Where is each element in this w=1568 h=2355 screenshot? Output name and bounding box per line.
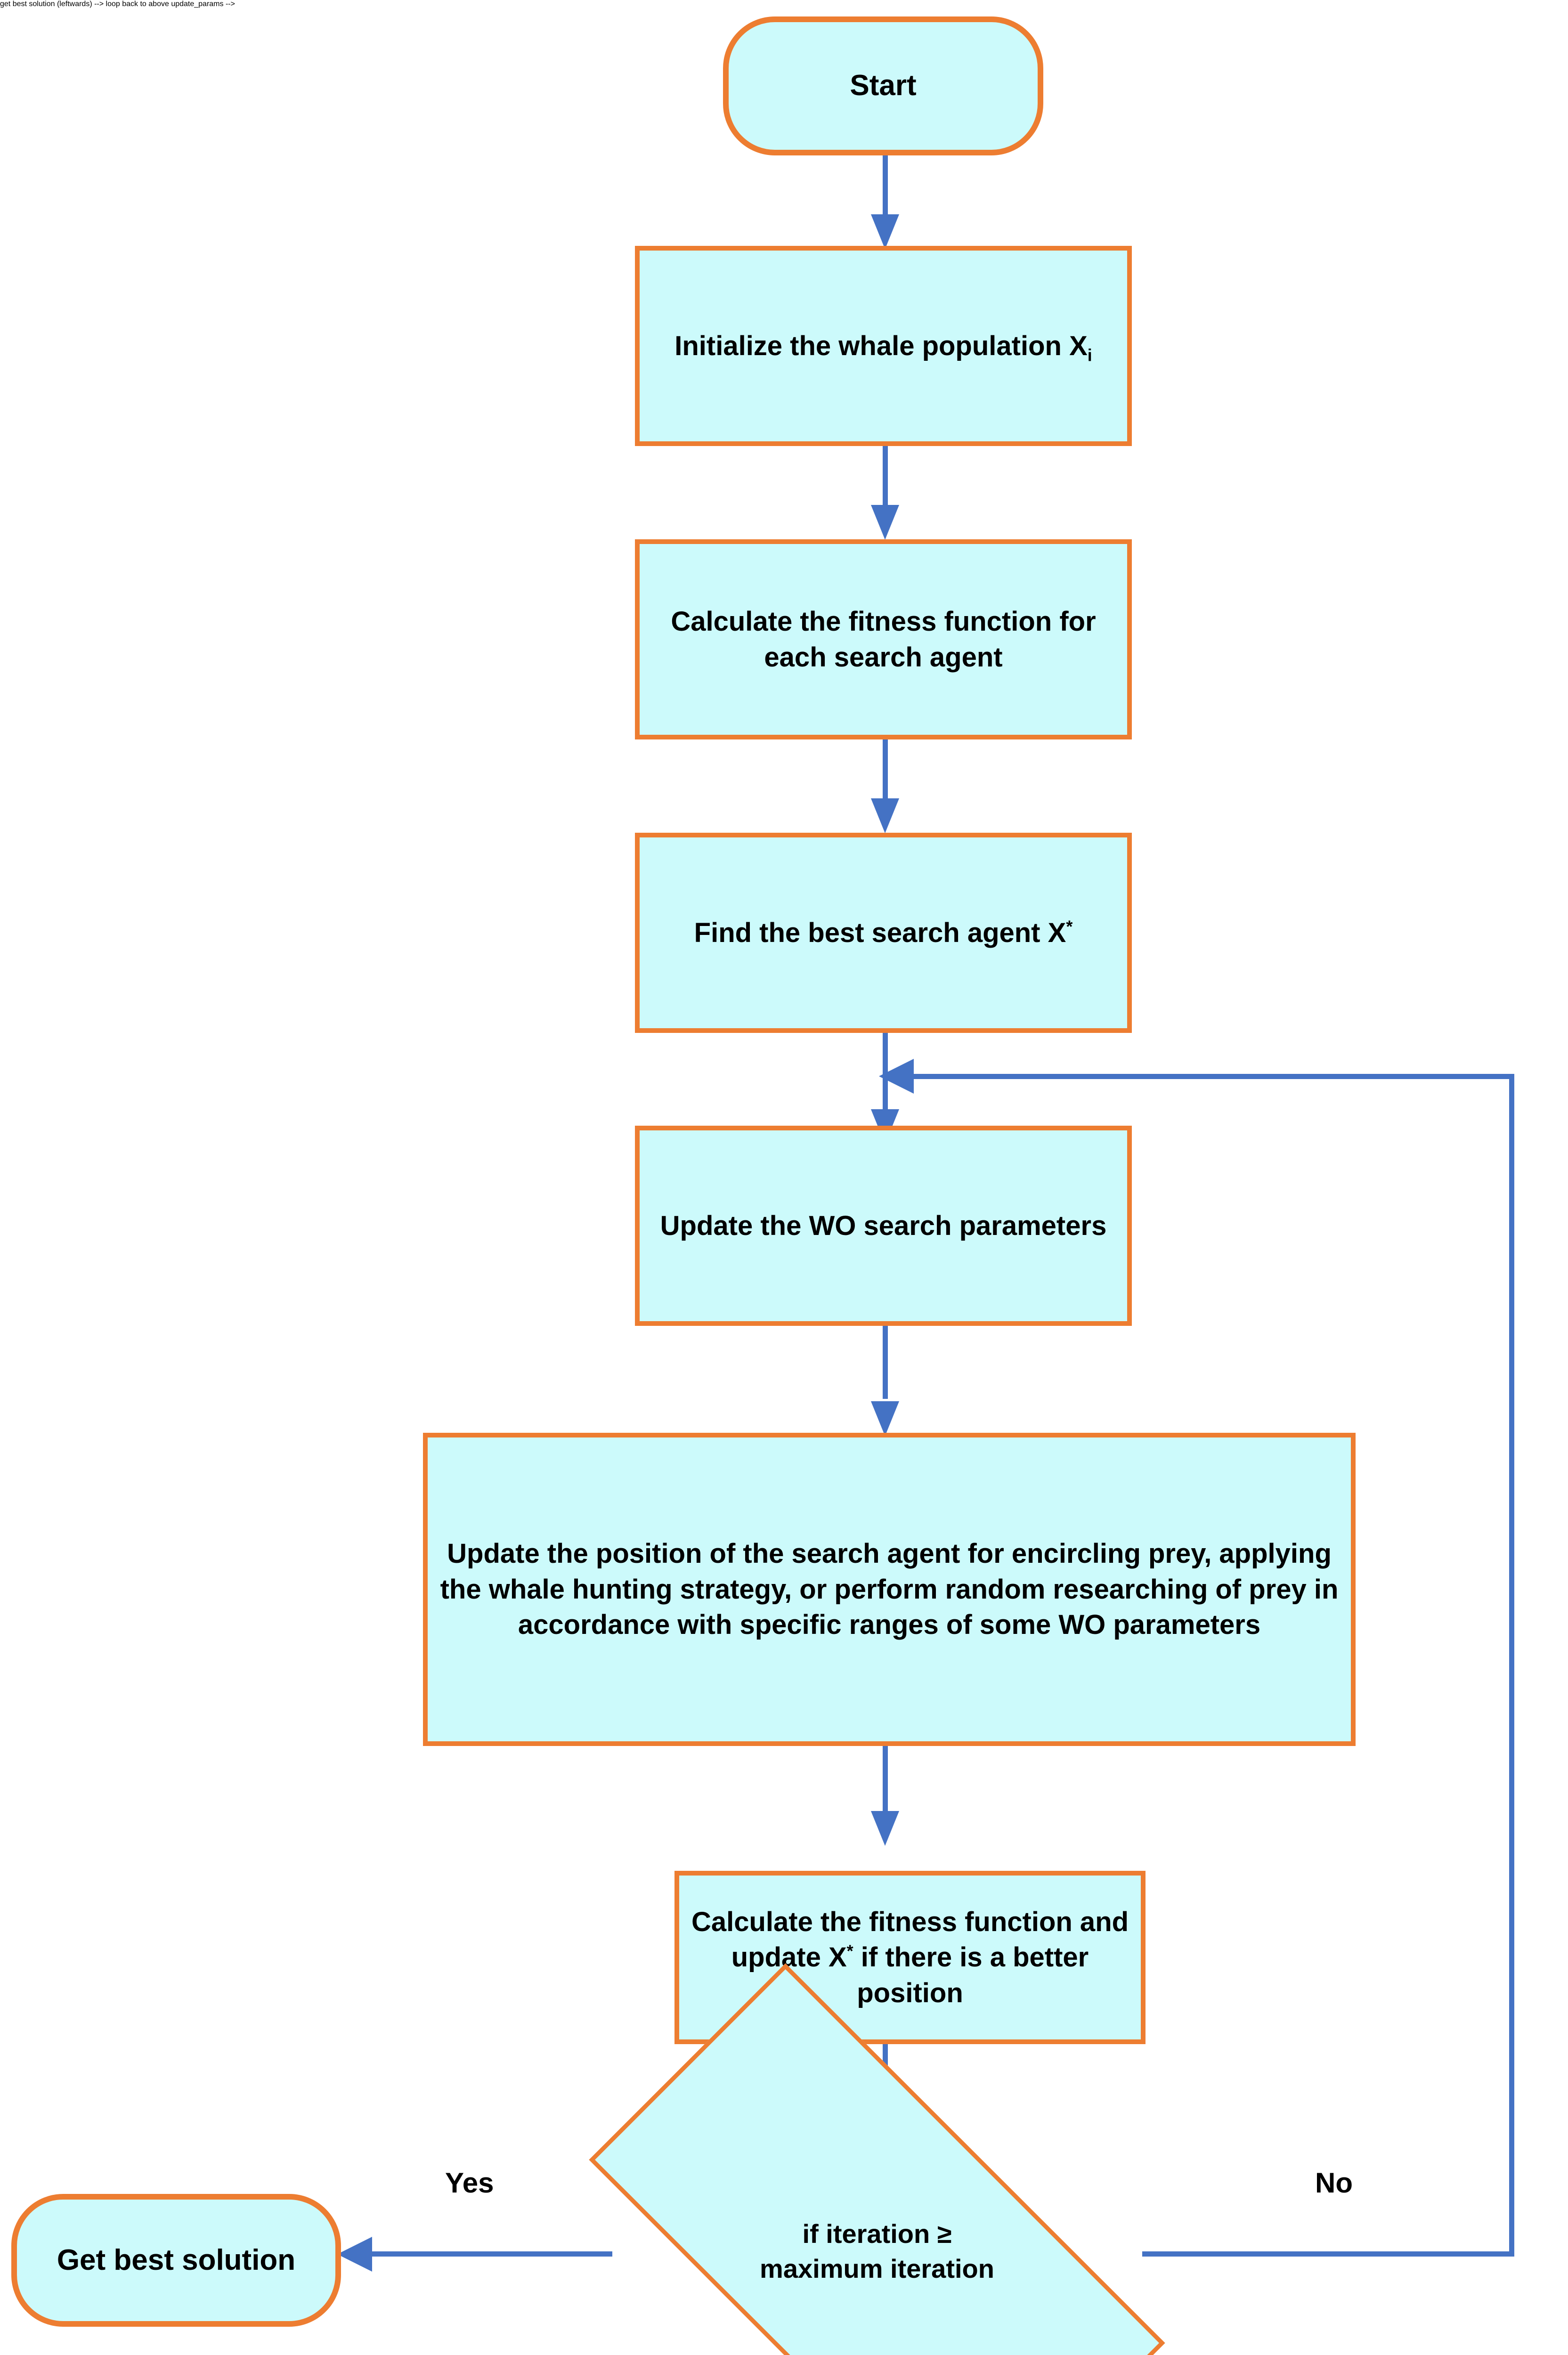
arrowhead-initialize: [871, 214, 899, 249]
decision-line-2: maximum iteration: [760, 2254, 994, 2283]
node-calc-fitness-label: Calculate the fitness function for each …: [671, 606, 1096, 673]
connector-no-back-left: [909, 1074, 1512, 1079]
connector-calcfitness-to-findbest: [883, 739, 888, 805]
node-decision[interactable]: if iteration ≥ maximum iteration: [589, 1963, 1165, 2355]
connector-updateparams-to-updateposition: [883, 1324, 888, 1399]
connector-yes-to-getbest: [372, 2251, 612, 2257]
node-update-params[interactable]: Update the WO search parameters: [635, 1126, 1132, 1326]
node-update-position-label: Update the position of the search agent …: [440, 1538, 1339, 1640]
node-calc-update-text-a: Calculate the fitness function and updat…: [691, 1906, 1129, 1973]
node-decision-label: if iteration ≥ maximum iteration: [609, 2112, 1146, 2355]
node-get-best-solution-label: Get best solution: [57, 2243, 296, 2276]
node-update-params-label: Update the WO search parameters: [660, 1210, 1107, 1241]
arrowhead-updateposition: [871, 1401, 899, 1436]
node-get-best-solution[interactable]: Get best solution: [11, 2194, 341, 2327]
connector-updateposition-to-calcupdate: [883, 1745, 888, 1815]
node-start[interactable]: Start: [723, 16, 1043, 155]
connector-initialize-to-calcfitness: [883, 446, 888, 512]
node-calc-update-label: Calculate the fitness function and updat…: [679, 1904, 1141, 2011]
node-find-best-text: Find the best search agent X: [694, 917, 1066, 948]
arrowhead-loopback: [879, 1059, 914, 1094]
connector-no-up: [1509, 1074, 1514, 2254]
node-initialize-label: Initialize the whale population Xi: [640, 328, 1127, 364]
edge-label-no: No: [1315, 2167, 1353, 2199]
node-initialize-subscript: i: [1087, 345, 1092, 365]
node-initialize-text: Initialize the whale population X: [674, 330, 1088, 361]
node-find-best-label: Find the best search agent X*: [640, 915, 1127, 950]
node-find-best-superscript: *: [1066, 917, 1073, 936]
node-calc-update-superscript: *: [846, 1941, 853, 1961]
decision-line-1: if iteration ≥: [802, 2219, 952, 2249]
arrowhead-getbest: [337, 2237, 372, 2272]
node-find-best[interactable]: Find the best search agent X*: [635, 833, 1132, 1033]
edge-label-yes: Yes: [445, 2167, 494, 2199]
arrowhead-calcfitness: [871, 505, 899, 540]
node-initialize[interactable]: Initialize the whale population Xi: [635, 246, 1132, 446]
arrowhead-calcupdate: [871, 1811, 899, 1846]
node-start-label: Start: [850, 69, 917, 102]
connector-no-right: [1142, 2251, 1514, 2257]
node-calc-update[interactable]: Calculate the fitness function and updat…: [674, 1871, 1146, 2044]
arrowhead-findbest: [871, 798, 899, 833]
connector-start-to-initialize: [883, 155, 888, 221]
node-calc-update-text-b: if there is a better position: [853, 1942, 1089, 2008]
node-update-position[interactable]: Update the position of the search agent …: [423, 1433, 1356, 1746]
node-calc-fitness[interactable]: Calculate the fitness function for each …: [635, 539, 1132, 739]
